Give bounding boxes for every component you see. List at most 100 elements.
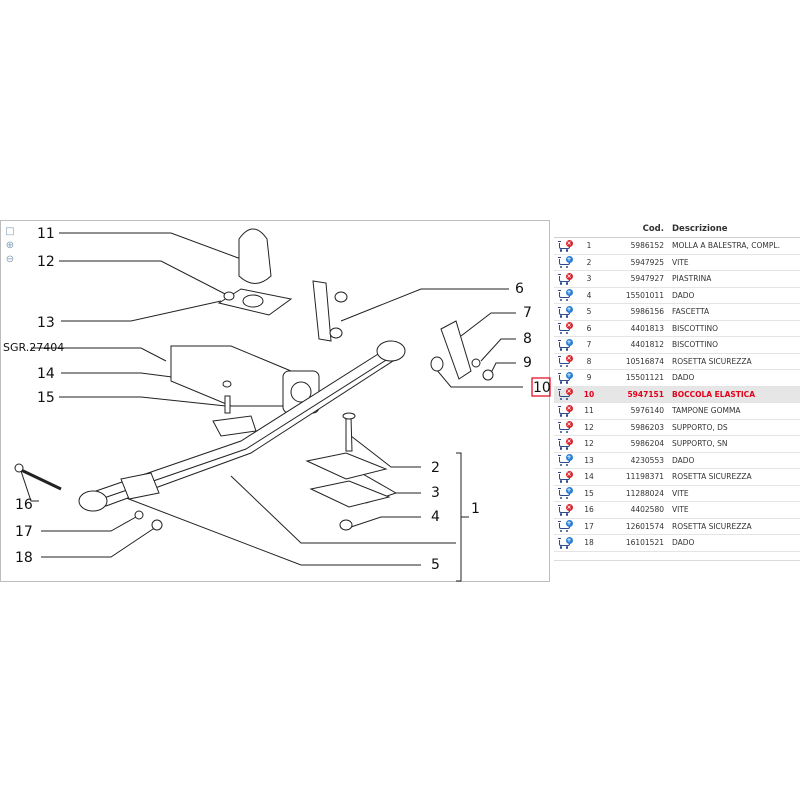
part-flange-hole bbox=[290, 381, 312, 403]
row-pos: 1 bbox=[576, 237, 602, 255]
row-cod: 5986204 bbox=[602, 435, 670, 453]
callout-8[interactable]: 8 bbox=[523, 331, 532, 347]
row-descrizione: VITE bbox=[670, 254, 800, 271]
leader-2 bbox=[350, 435, 421, 468]
part-screw-15 bbox=[224, 395, 231, 414]
part-pad-3-bottom bbox=[309, 480, 391, 508]
remove-from-cart-icon[interactable]: × bbox=[557, 421, 573, 434]
row-cod: 5947925 bbox=[602, 254, 670, 271]
row-cod: 11198371 bbox=[602, 468, 670, 486]
add-to-cart-icon[interactable]: + bbox=[557, 454, 573, 467]
add-to-cart-icon[interactable]: + bbox=[557, 289, 573, 302]
remove-from-cart-icon[interactable]: × bbox=[557, 470, 573, 483]
row-pos: 6 bbox=[576, 320, 602, 337]
row-cod: 4401813 bbox=[602, 320, 670, 337]
row-cart-cell: × bbox=[554, 353, 576, 370]
row-descrizione: TAMPONE GOMMA bbox=[670, 402, 800, 420]
row-descrizione: PIASTRINA bbox=[670, 270, 800, 288]
exploded-parts-diagram[interactable]: 11 12 13 SGR.27404 14 15 6 7 8 9 10 2 3 … bbox=[0, 220, 551, 582]
remove-from-cart-icon[interactable]: × bbox=[557, 239, 573, 252]
row-cod: 16101521 bbox=[602, 534, 670, 552]
part-screw-head bbox=[342, 412, 356, 420]
row-cod: 15501011 bbox=[602, 287, 670, 304]
part-axle-bracket bbox=[170, 345, 292, 407]
row-cart-cell: + bbox=[554, 369, 576, 387]
callout-9[interactable]: 9 bbox=[523, 355, 532, 371]
row-descrizione: VITE bbox=[670, 485, 800, 502]
row-cart-cell: × bbox=[554, 270, 576, 288]
row-pos: 15 bbox=[576, 485, 602, 502]
row-cart-cell: + bbox=[554, 485, 576, 502]
add-to-cart-icon[interactable]: + bbox=[557, 487, 573, 500]
row-cod: 15501121 bbox=[602, 369, 670, 387]
callout-10-highlight bbox=[531, 377, 551, 397]
remove-from-cart-icon[interactable]: × bbox=[557, 437, 573, 450]
callout-17[interactable]: 17 bbox=[15, 524, 33, 540]
remove-from-cart-icon[interactable]: × bbox=[557, 355, 573, 368]
select-icon[interactable]: □ bbox=[5, 226, 15, 237]
remove-from-cart-icon[interactable]: × bbox=[557, 272, 573, 285]
part-support-dome bbox=[242, 294, 264, 308]
callout-5[interactable]: 5 bbox=[431, 557, 440, 573]
part-shackle-6 bbox=[312, 280, 332, 342]
add-to-cart-icon[interactable]: + bbox=[557, 305, 573, 318]
row-pos: 11 bbox=[576, 402, 602, 420]
add-to-cart-icon[interactable]: + bbox=[557, 536, 573, 549]
callout-11[interactable]: 11 bbox=[37, 226, 55, 242]
remove-from-cart-icon[interactable]: × bbox=[557, 322, 573, 335]
row-cod: 5947927 bbox=[602, 270, 670, 288]
callout-13[interactable]: 13 bbox=[37, 315, 55, 331]
callout-7[interactable]: 7 bbox=[523, 305, 532, 321]
callout-1[interactable]: 1 bbox=[471, 501, 480, 517]
row-descrizione: MOLLA A BALESTRA, COMPL. bbox=[670, 237, 800, 255]
callout-3[interactable]: 3 bbox=[431, 485, 440, 501]
zoom-out-icon[interactable]: ⊖ bbox=[5, 254, 15, 265]
remove-from-cart-icon[interactable]: × bbox=[557, 404, 573, 417]
add-to-cart-icon[interactable]: + bbox=[557, 256, 573, 269]
callout-18[interactable]: 18 bbox=[15, 550, 33, 566]
row-descrizione: ROSETTA SICUREZZA bbox=[670, 353, 800, 370]
callout-14[interactable]: 14 bbox=[37, 366, 55, 382]
row-pos: 12 bbox=[576, 435, 602, 453]
callout-12[interactable]: 12 bbox=[37, 254, 55, 270]
add-to-cart-icon[interactable]: + bbox=[557, 520, 573, 533]
callout-2[interactable]: 2 bbox=[431, 460, 440, 476]
remove-from-cart-icon[interactable]: × bbox=[557, 503, 573, 516]
remove-from-cart-icon[interactable]: × bbox=[557, 388, 573, 401]
add-to-cart-icon[interactable]: + bbox=[557, 338, 573, 351]
callout-4[interactable]: 4 bbox=[431, 509, 440, 525]
row-pos: 8 bbox=[576, 353, 602, 370]
callout-16[interactable]: 16 bbox=[15, 497, 33, 513]
diagram-tools: □ ⊕ ⊖ bbox=[4, 226, 18, 268]
zoom-in-icon[interactable]: ⊕ bbox=[5, 240, 15, 251]
callout-6[interactable]: 6 bbox=[515, 281, 524, 297]
part-spring-eye-front bbox=[376, 340, 406, 362]
callout-10[interactable]: 10 bbox=[533, 380, 551, 396]
add-to-cart-icon[interactable]: + bbox=[557, 371, 573, 384]
row-cart-cell: + bbox=[554, 303, 576, 321]
row-cod: 5986203 bbox=[602, 419, 670, 436]
part-nut-9 bbox=[482, 369, 494, 381]
callout-15[interactable]: 15 bbox=[37, 390, 55, 406]
row-descrizione: ROSETTA SICUREZZA bbox=[670, 518, 800, 535]
